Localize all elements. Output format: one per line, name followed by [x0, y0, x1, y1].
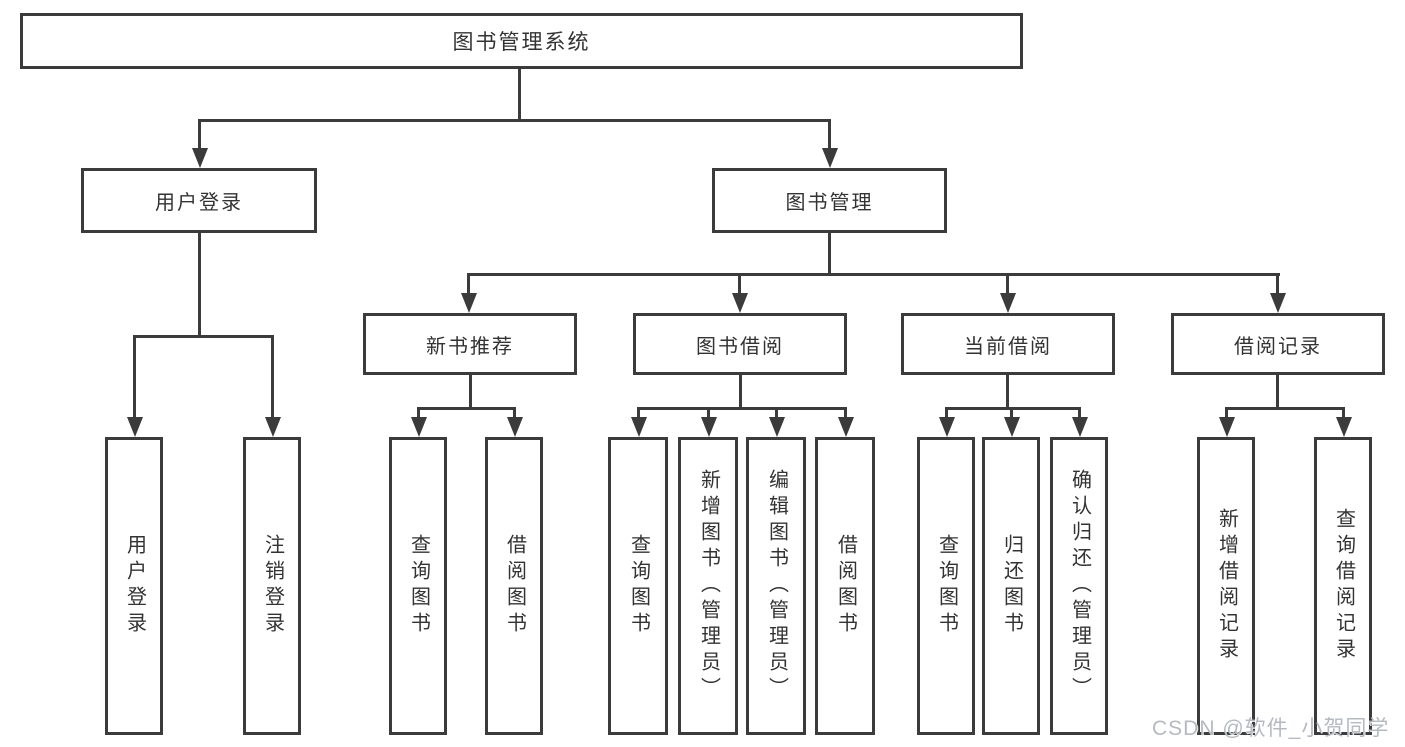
arrow-down-icon: [1336, 417, 1352, 437]
node-label: 查询图书: [935, 534, 958, 638]
node-leaf-query-borrow-record: 查询借阅记录: [1314, 437, 1372, 735]
node-label: 确认归还（管理员）: [1068, 469, 1091, 703]
node-leaf-rec-borrow-books: 借阅图书: [485, 437, 543, 735]
node-label: 借阅图书: [834, 534, 857, 638]
node-label: 借阅图书: [503, 534, 526, 638]
connector-drop: [945, 407, 948, 421]
node-label: 编辑图书（管理员）: [765, 469, 788, 703]
node-label: 借阅记录: [1234, 335, 1322, 358]
node-leaf-return-books: 归还图书: [982, 437, 1040, 735]
connector-records-bar: [1225, 407, 1345, 410]
connector-drop: [775, 407, 778, 421]
node-label: 图书管理系统: [452, 31, 591, 54]
node-leaf-current-query-books: 查询图书: [917, 437, 975, 735]
connector-drop-book-borrow: [738, 273, 741, 295]
node-leaf-user-login: 用户登录: [105, 437, 163, 735]
connector-drop-leaf-logout: [271, 335, 274, 419]
node-label: 新增图书（管理员）: [697, 469, 720, 703]
node-leaf-add-books-admin: 新增图书（管理员）: [678, 437, 738, 735]
arrow-down-icon: [1004, 417, 1020, 437]
connector-login-bar: [133, 335, 274, 338]
node-current-borrow: 当前借阅: [901, 313, 1115, 375]
connector-drop-new-book-rec: [467, 273, 470, 295]
node-book-borrow: 图书借阅: [633, 313, 847, 375]
connector-drop: [1342, 407, 1345, 421]
arrow-down-icon: [1270, 293, 1286, 313]
node-leaf-borrow-query-books: 查询图书: [608, 437, 668, 735]
connector-drop-borrow-records: [1276, 273, 1279, 295]
node-label: 图书管理: [785, 192, 874, 214]
arrow-down-icon: [769, 417, 785, 437]
arrow-down-icon: [461, 293, 477, 313]
node-user-login: 用户登录: [81, 168, 317, 233]
connector-root-bar: [198, 119, 831, 122]
connector-drop: [844, 407, 847, 421]
connector-current-stem: [1006, 375, 1009, 407]
node-label: 新增借阅记录: [1215, 508, 1238, 664]
node-borrow-records: 借阅记录: [1171, 313, 1385, 375]
node-label: 用户登录: [123, 534, 146, 638]
connector-borrow-stem: [739, 375, 742, 407]
connector-drop: [637, 407, 640, 421]
connector-mgmt-stem: [828, 233, 831, 273]
node-leaf-rec-query-books: 查询图书: [389, 437, 447, 735]
arrow-down-icon: [838, 417, 854, 437]
connector-mgmt-bar: [467, 273, 1280, 276]
node-label: 用户登录: [155, 192, 243, 214]
connector-drop-book-mgmt: [828, 119, 831, 150]
connector-drop: [513, 407, 516, 421]
arrow-down-icon: [939, 417, 955, 437]
node-leaf-edit-books-admin: 编辑图书（管理员）: [746, 437, 806, 735]
connector-drop-leaf-login: [133, 335, 136, 419]
connector-login-stem: [198, 233, 201, 335]
arrow-down-icon: [701, 417, 717, 437]
node-leaf-add-borrow-record: 新增借阅记录: [1197, 437, 1255, 735]
arrow-down-icon: [127, 417, 143, 437]
arrow-down-icon: [192, 148, 208, 168]
node-label: 图书借阅: [696, 335, 784, 358]
arrow-down-icon: [265, 417, 281, 437]
arrow-down-icon: [1219, 417, 1235, 437]
node-new-book-recommend: 新书推荐: [363, 313, 577, 375]
arrow-down-icon: [1000, 293, 1016, 313]
connector-current-bar: [945, 407, 1081, 410]
node-label: 当前借阅: [964, 335, 1052, 358]
node-book-management: 图书管理: [712, 168, 947, 233]
node-label: 查询图书: [407, 534, 430, 638]
node-label: 新书推荐: [426, 335, 514, 358]
connector-drop-user-login: [198, 119, 201, 150]
connector-borrow-bar: [637, 407, 846, 410]
connector-drop: [1010, 407, 1013, 421]
node-label: 归还图书: [1000, 534, 1023, 638]
csdn-watermark: CSDN @软件_小贺同学: [1152, 717, 1390, 740]
arrow-down-icon: [507, 417, 523, 437]
connector-rec-bar: [417, 407, 516, 410]
connector-root-stem: [518, 69, 521, 119]
arrow-down-icon: [631, 417, 647, 437]
connector-drop: [1078, 407, 1081, 421]
node-leaf-borrow-books: 借阅图书: [815, 437, 875, 735]
node-leaf-logout: 注销登录: [243, 437, 301, 735]
connector-drop-current-borrow: [1006, 273, 1009, 295]
node-label: 查询借阅记录: [1332, 508, 1355, 664]
connector-rec-stem: [469, 375, 472, 407]
arrow-down-icon: [411, 417, 427, 437]
node-leaf-confirm-return-admin: 确认归还（管理员）: [1050, 437, 1108, 735]
connector-records-stem: [1276, 375, 1279, 407]
connector-drop: [1225, 407, 1228, 421]
arrow-down-icon: [732, 293, 748, 313]
node-label: 注销登录: [261, 534, 284, 638]
node-library-management-system: 图书管理系统: [20, 13, 1023, 69]
connector-drop: [707, 407, 710, 421]
connector-drop: [417, 407, 420, 421]
arrow-down-icon: [822, 148, 838, 168]
arrow-down-icon: [1072, 417, 1088, 437]
node-label: 查询图书: [627, 534, 650, 638]
